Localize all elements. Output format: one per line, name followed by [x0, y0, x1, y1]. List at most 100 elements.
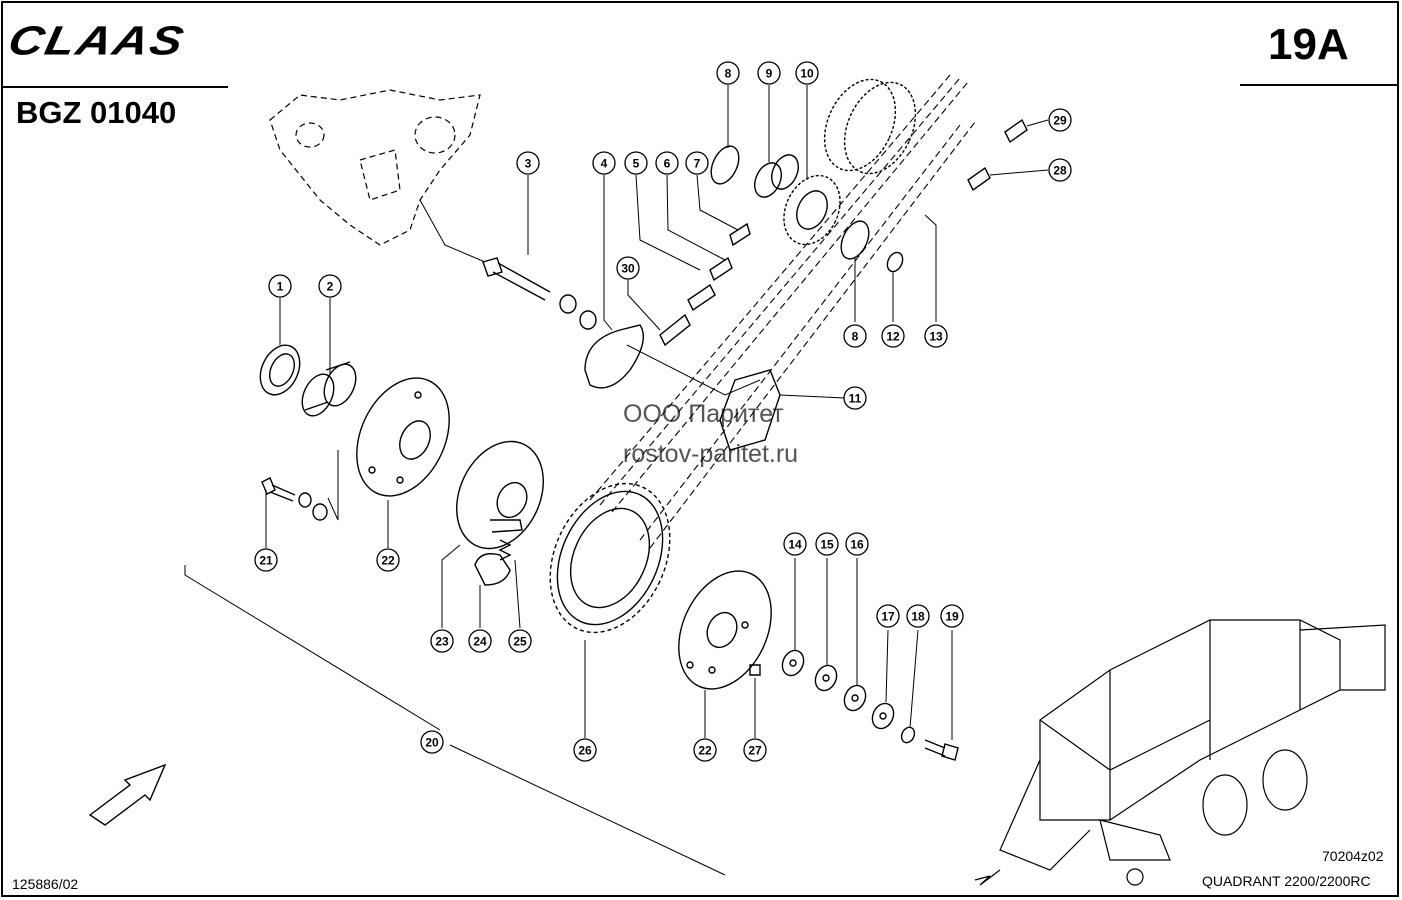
- callout-1: 1: [268, 274, 292, 298]
- callout-label: 12: [886, 330, 900, 344]
- callout-28: 28: [1048, 158, 1072, 182]
- callout-label: 24: [473, 635, 487, 649]
- callout-label: 26: [578, 744, 592, 758]
- callout-25: 25: [508, 629, 532, 653]
- callout-7: 7: [685, 151, 709, 175]
- callout-label: 18: [911, 610, 925, 624]
- callout-label: 27: [748, 744, 762, 758]
- link-28: [967, 166, 991, 192]
- callout-3: 3: [516, 151, 540, 175]
- callout-label: 16: [850, 538, 864, 552]
- callout-22: 22: [693, 738, 717, 762]
- callout-label: 10: [800, 67, 814, 81]
- leader-lines: [184, 85, 1049, 876]
- baler-thumbnail: [974, 619, 1386, 886]
- callout-label: 5: [633, 157, 640, 171]
- callout-label: 2: [327, 280, 334, 294]
- pawl: [474, 553, 511, 586]
- callout-13: 13: [924, 324, 948, 348]
- callout-5: 5: [624, 151, 648, 175]
- callout-23: 23: [430, 629, 454, 653]
- callout-18: 18: [906, 604, 930, 628]
- spring: [498, 539, 512, 561]
- bolt-21: [261, 477, 328, 521]
- callout-label: 11: [849, 392, 862, 406]
- watermark-website: rostov-paritet.ru: [623, 440, 799, 468]
- callout-label: 28: [1053, 164, 1067, 178]
- callout-label: 1: [277, 280, 284, 294]
- callout-label: 13: [929, 330, 943, 344]
- housing-outline: [269, 89, 481, 246]
- callout-label: 22: [381, 554, 395, 568]
- callout-label: 19: [945, 610, 959, 624]
- callout-8: 8: [716, 61, 740, 85]
- header-divider-left: [2, 86, 228, 88]
- link-29: [1004, 118, 1028, 144]
- callout-label: 29: [1053, 114, 1067, 128]
- circlip-upper: [710, 145, 740, 185]
- callout-30: 30: [616, 256, 640, 280]
- callout-19: 19: [940, 604, 964, 628]
- callout-22: 22: [376, 548, 400, 572]
- bearing: [754, 154, 799, 198]
- bolt-3: [482, 257, 597, 330]
- callout-27: 27: [743, 738, 767, 762]
- callout-label: 14: [788, 538, 802, 552]
- friction-disc-lower: [678, 570, 772, 690]
- callout-11: 11: [843, 386, 867, 410]
- callout-2: 2: [318, 274, 342, 298]
- callout-label: 23: [435, 635, 449, 649]
- callout-17: 17: [876, 604, 900, 628]
- callout-label: 6: [664, 157, 671, 171]
- drawing-code: BGZ 01040: [16, 95, 177, 130]
- double-sprocket: [823, 78, 917, 175]
- callout-4: 4: [592, 151, 616, 175]
- callout-label: 9: [766, 67, 773, 81]
- seal-ring: [259, 344, 301, 396]
- callout-12: 12: [881, 324, 905, 348]
- callout-label: 4: [601, 157, 608, 171]
- callout-label: 20: [425, 736, 439, 750]
- callout-15: 15: [815, 532, 839, 556]
- callout-8: 8: [843, 324, 867, 348]
- callout-16: 16: [845, 532, 869, 556]
- page-number: 19A: [1268, 20, 1349, 69]
- callout-label: 15: [820, 538, 834, 552]
- model-name: QUADRANT 2200/2200RC: [1202, 873, 1371, 889]
- callout-10: 10: [795, 61, 819, 85]
- clutch-hub: [456, 440, 544, 550]
- ring-12: [886, 251, 904, 273]
- tensioner-block: [719, 369, 781, 451]
- drawing-reference-left: 125886/02: [12, 876, 79, 892]
- callout-24: 24: [468, 629, 492, 653]
- chain-plate: [584, 324, 644, 389]
- callout-label: 3: [525, 157, 532, 171]
- callout-label: 8: [852, 330, 859, 344]
- direction-arrow: [88, 763, 167, 826]
- callout-label: 22: [698, 744, 712, 758]
- large-sprocket: [549, 482, 671, 634]
- drawing-reference-right: 70204z02: [1322, 848, 1384, 864]
- grease-nipple: [749, 664, 761, 676]
- bolt-19: [924, 739, 959, 761]
- callout-label: 30: [621, 262, 635, 276]
- callout-label: 7: [694, 157, 701, 171]
- callout-6: 6: [655, 151, 679, 175]
- callout-label: 25: [513, 635, 527, 649]
- circlip-lower: [840, 220, 870, 260]
- callout-21: 21: [254, 548, 278, 572]
- friction-disc-upper: [356, 377, 450, 497]
- callout-label: 21: [259, 554, 273, 568]
- callout-14: 14: [783, 532, 807, 556]
- header-divider-right: [1240, 84, 1398, 86]
- watermark-company: ООО Паритет: [623, 400, 784, 428]
- callout-20: 20: [420, 730, 444, 754]
- callout-26: 26: [573, 738, 597, 762]
- drive-chain: [589, 74, 976, 549]
- callout-9: 9: [757, 61, 781, 85]
- callout-29: 29: [1048, 108, 1072, 132]
